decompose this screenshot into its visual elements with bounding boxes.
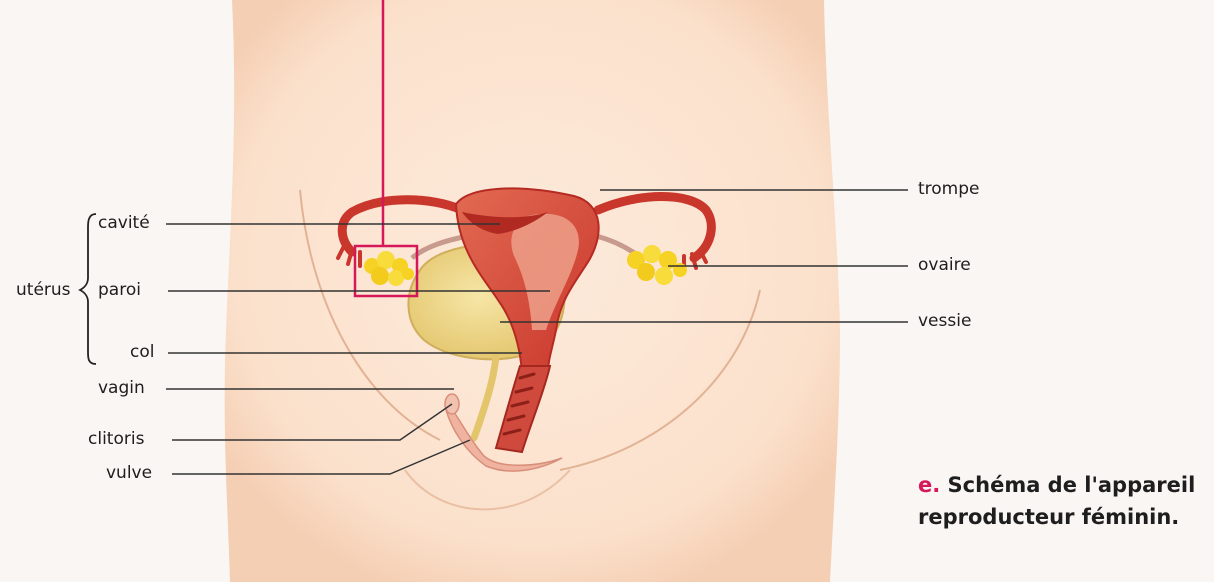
caption-title-part1: Schéma de l'appareil [948, 473, 1196, 497]
uterus-bracket [80, 214, 96, 364]
label-vagin: vagin [98, 378, 145, 398]
label-cavite: cavité [98, 213, 150, 233]
label-vessie: vessie [918, 311, 971, 331]
figure-caption: e. Schéma de l'appareil reproducteur fém… [918, 469, 1208, 533]
label-uterus: utérus [16, 280, 71, 300]
caption-letter: e. [918, 473, 940, 497]
label-col: col [130, 342, 154, 362]
label-trompe: trompe [918, 179, 980, 199]
label-vulve: vulve [106, 463, 152, 483]
caption-line-1: e. Schéma de l'appareil [918, 469, 1208, 501]
caption-line-2: reproducteur féminin. [918, 501, 1208, 533]
label-ovaire: ovaire [918, 255, 971, 275]
label-paroi: paroi [98, 280, 141, 300]
label-clitoris: clitoris [88, 429, 144, 449]
